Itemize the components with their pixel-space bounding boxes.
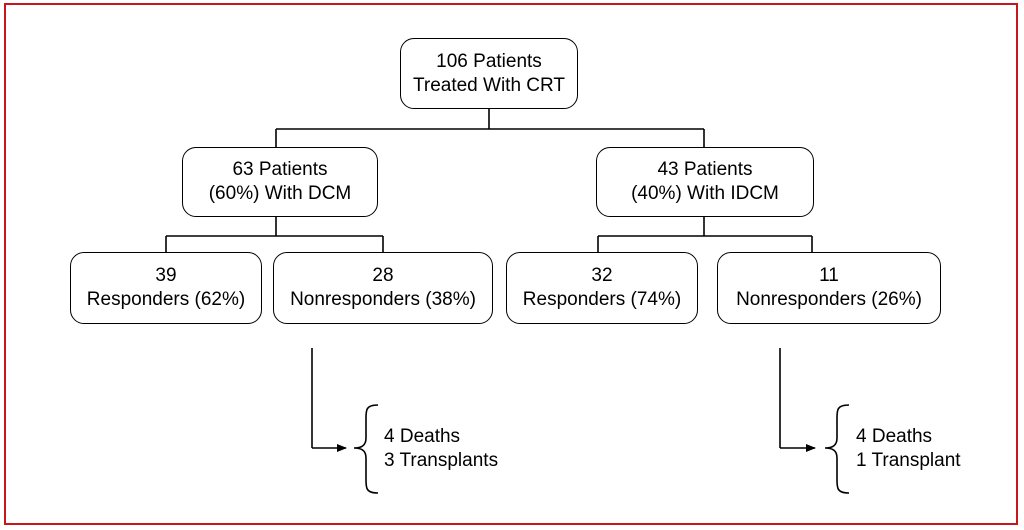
- dcm-line1: 63 Patients: [232, 159, 328, 180]
- idcm-nonresponders-label: Nonresponders (26%): [736, 289, 922, 310]
- dcm-nonresponders-label: Nonresponders (38%): [290, 289, 476, 310]
- dcm-outcomes: 4 Deaths 3 Transplants: [384, 425, 498, 473]
- dcm-transplants: 3 Transplants: [384, 450, 499, 471]
- idcm-line1: 43 Patients: [657, 159, 753, 180]
- dcm-box: 63 Patients (60%) With DCM: [182, 147, 378, 217]
- idcm-outcome-brace: [824, 404, 850, 494]
- root-box: 106 Patients Treated With CRT: [400, 38, 578, 109]
- figure-frame: [4, 3, 1018, 525]
- idcm-outcomes: 4 Deaths 1 Transplant: [856, 425, 961, 473]
- dcm-outcome-brace: [353, 404, 379, 494]
- idcm-box: 43 Patients (40%) With IDCM: [596, 147, 814, 217]
- idcm-deaths: 4 Deaths: [856, 426, 933, 447]
- dcm-deaths: 4 Deaths: [384, 426, 461, 447]
- dcm-responders-count: 39: [155, 265, 177, 286]
- idcm-responders-label: Responders (74%): [522, 289, 682, 310]
- idcm-nonresponders-box: 11 Nonresponders (26%): [717, 252, 941, 324]
- dcm-responders-label: Responders (62%): [86, 289, 246, 310]
- dcm-nonresponders-count: 28: [372, 265, 394, 286]
- idcm-transplants: 1 Transplant: [856, 450, 961, 471]
- idcm-responders-box: 32 Responders (74%): [506, 252, 698, 324]
- root-line1: 106 Patients: [436, 50, 542, 72]
- root-line2: Treated With CRT: [412, 74, 566, 96]
- idcm-nonresponders-count: 11: [819, 265, 839, 286]
- dcm-nonresponders-box: 28 Nonresponders (38%): [273, 252, 493, 324]
- dcm-responders-box: 39 Responders (62%): [70, 252, 262, 324]
- idcm-line2: (40%) With IDCM: [631, 183, 779, 204]
- idcm-responders-count: 32: [591, 265, 613, 286]
- dcm-line2: (60%) With DCM: [208, 183, 352, 204]
